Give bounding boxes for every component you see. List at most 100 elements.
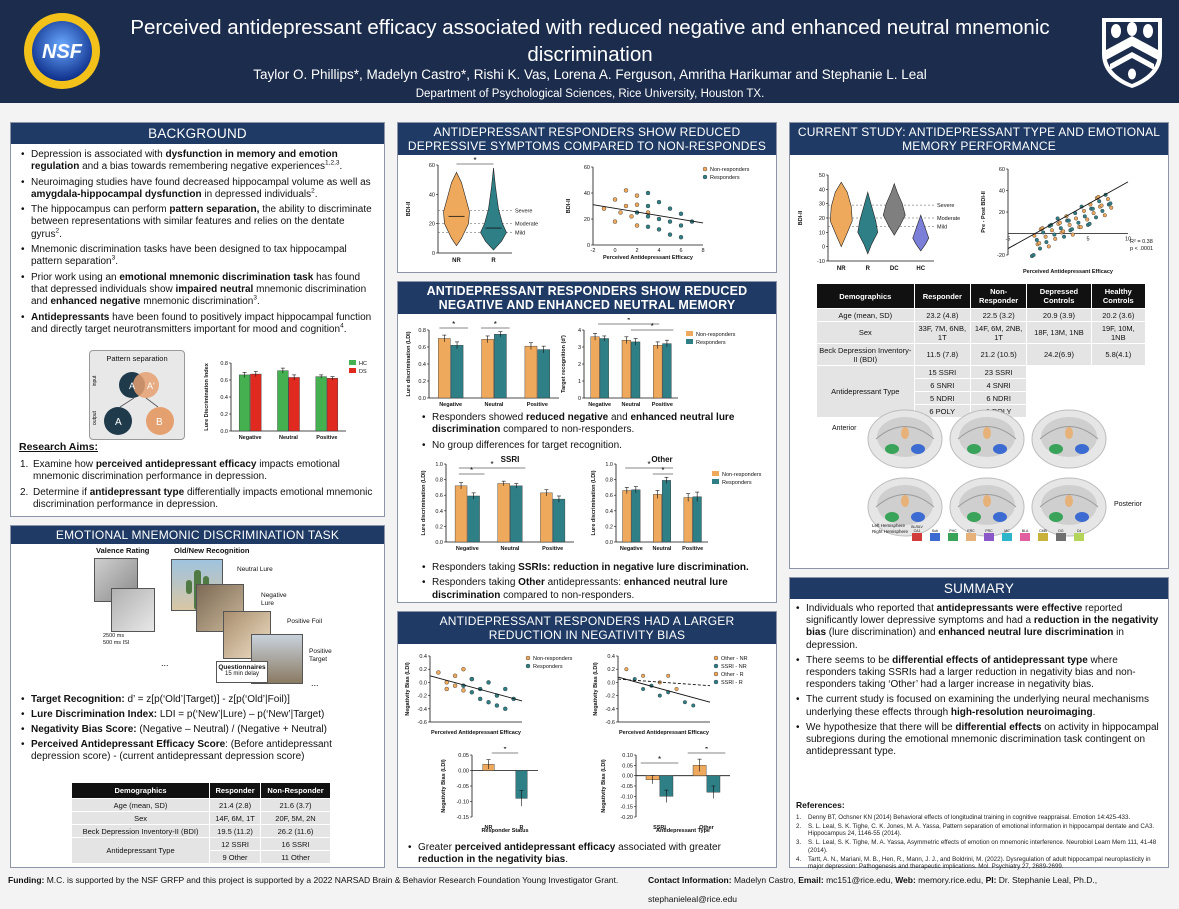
- data-point: [641, 687, 646, 692]
- data-point: [461, 688, 466, 693]
- fit-line: [429, 675, 523, 702]
- table-cell: 21.4 (2.8): [209, 798, 262, 812]
- data-point: [1053, 236, 1058, 241]
- table-cell: Beck Depression Inventory-II (BDI): [816, 343, 915, 366]
- output-circle-a: [104, 407, 132, 435]
- references-list: 1.Denny BT, Ochsner KN (2014) Behavioral…: [796, 814, 1162, 872]
- y-tick-label: -10: [817, 259, 825, 265]
- bar: [481, 339, 494, 399]
- y-tick-label: 0.4: [419, 654, 427, 660]
- legend-swatch: [349, 360, 356, 365]
- list-item: Lure Discrimination Index: LDI = p(‘New’…: [17, 709, 382, 721]
- data-point: [1066, 218, 1071, 223]
- nsf-logo-text: NSF: [42, 41, 83, 63]
- emphasis-text: reduced negative: [525, 412, 609, 423]
- reference-item: 4.Tartt, A. N., Mariani, M. B., Hen, R.,…: [796, 856, 1162, 871]
- y-axis-label: Target recognition (d'): [561, 335, 567, 393]
- data-point: [1058, 226, 1063, 231]
- data-point: [1090, 206, 1095, 211]
- data-point: [666, 673, 671, 678]
- table-cell: Sex: [816, 321, 915, 344]
- y-tick-label: 0.00: [622, 774, 633, 780]
- y-tick-label: 0.6: [605, 493, 613, 499]
- table-cell: 11 Other: [260, 850, 331, 864]
- y-tick-label: 0.4: [418, 362, 426, 368]
- table-cell: 5 NDRI: [913, 391, 971, 405]
- x-tick-label: 4: [657, 248, 660, 254]
- bar: [524, 345, 538, 399]
- legend-label: Cd: [1076, 529, 1082, 533]
- y-tick-label: -0.15: [620, 805, 633, 811]
- legend-marker: [713, 655, 719, 661]
- legend-swatch: [948, 533, 958, 541]
- p1-heading: ANTIDEPRESSANT RESPONDERS SHOW REDUCED D…: [398, 123, 776, 155]
- list-item: Target Recognition: d’ = z[p(‘Old’|Targe…: [17, 694, 382, 706]
- oldnew-label: Old/New Recognition: [174, 546, 250, 555]
- legend-swatch: [1002, 533, 1012, 541]
- data-point: [1078, 225, 1083, 230]
- x-tick-label: NR: [452, 258, 461, 264]
- y-tick-label: 0.00: [458, 769, 469, 775]
- x-tick-label: Neutral: [622, 402, 641, 408]
- table-header: Demographics: [816, 283, 915, 309]
- y-tick-label: 40: [819, 187, 825, 193]
- body-text: Depression is associated with: [31, 149, 166, 160]
- x-tick-label: Other: [699, 825, 715, 831]
- chart-title: SSRI: [501, 455, 520, 464]
- chart-svg: Lure discrimination (LDI)0.00.20.40.60.8…: [406, 320, 559, 408]
- legend-swatch: [686, 331, 693, 336]
- reference-item: 2.S. L. Leal, S. K. Tighe, C. K. Jones, …: [796, 823, 1162, 838]
- legend-marker: [525, 663, 531, 669]
- questionnaire-label: Questionnaires: [218, 664, 266, 671]
- data-point: [656, 216, 662, 222]
- background-heading: BACKGROUND: [11, 123, 384, 144]
- current-study-panel: CURRENT STUDY: ANTIDEPRESSANT TYPE AND E…: [789, 122, 1169, 569]
- data-point: [1082, 214, 1087, 219]
- bar: [631, 489, 641, 543]
- body-text: mnemonic discrimination and: [31, 283, 367, 308]
- bar: [631, 341, 641, 399]
- table-cell: 11.5 (7.8): [913, 343, 971, 366]
- pattern-separation-diagram: Pattern separation input output A A' A B: [89, 350, 185, 440]
- y-tick-label: 0.05: [458, 753, 469, 759]
- stim-label-4: Positive Target: [309, 648, 332, 663]
- emphasis-text: Email:: [798, 875, 827, 885]
- reference-number: 1.: [796, 814, 802, 821]
- depressive-symptoms-panel: ANTIDEPRESSANT RESPONDERS SHOW REDUCED D…: [397, 122, 777, 273]
- emphasis-text: dysfunction in memory and emotion regula…: [31, 149, 338, 173]
- table-cell: 14F, 6M, 1T: [209, 811, 262, 825]
- data-point: [1100, 208, 1105, 213]
- x-tick-label: Negative: [456, 546, 479, 552]
- body-text: Responders taking: [432, 562, 519, 573]
- data-point: [1109, 205, 1114, 210]
- legend-label: Non-responders: [696, 332, 736, 338]
- list-item: Prior work using an emotional mnemonic d…: [17, 272, 377, 309]
- formula-list: Target Recognition: d’ = z[p(‘Old’|Targe…: [17, 694, 382, 766]
- emphasis-text: reduction in the negativity bias: [418, 854, 566, 866]
- bar: [652, 494, 662, 543]
- stim-label-2: Negative Lure: [261, 592, 287, 607]
- data-point: [634, 223, 640, 228]
- body-text: the ability to discriminate between repr…: [31, 204, 372, 240]
- body-text: and: [608, 412, 631, 423]
- body-text: The current study is focused on examinin…: [806, 694, 1149, 718]
- data-point: [623, 188, 629, 193]
- x-tick-label: 10: [1125, 237, 1131, 243]
- data-point: [656, 227, 662, 232]
- significance-star: *: [705, 747, 708, 754]
- y-axis-label: BDI-II: [566, 198, 572, 213]
- y-tick-label: 3: [578, 345, 581, 351]
- body-text: Prior work using an: [31, 271, 120, 283]
- reference-item: 1.Denny BT, Ochsner KN (2014) Behavioral…: [796, 814, 1162, 821]
- x-tick-label: Positive: [527, 402, 548, 408]
- body-text: Madelyn Castro,: [733, 875, 799, 885]
- list-item: Greater perceived antidepressant efficac…: [404, 842, 769, 867]
- table-cell: 23 SSRI: [969, 365, 1028, 379]
- violin: [480, 167, 507, 251]
- item-number: 2.: [20, 486, 29, 498]
- reference-item: 3.S. L. Leal, S. K. Tighe, M. A. Yassa, …: [796, 839, 1162, 854]
- emphasis-text: Perceived Antidepressant Efficacy Score: [31, 739, 226, 750]
- body-text: We hypothesize that there will be: [806, 721, 956, 733]
